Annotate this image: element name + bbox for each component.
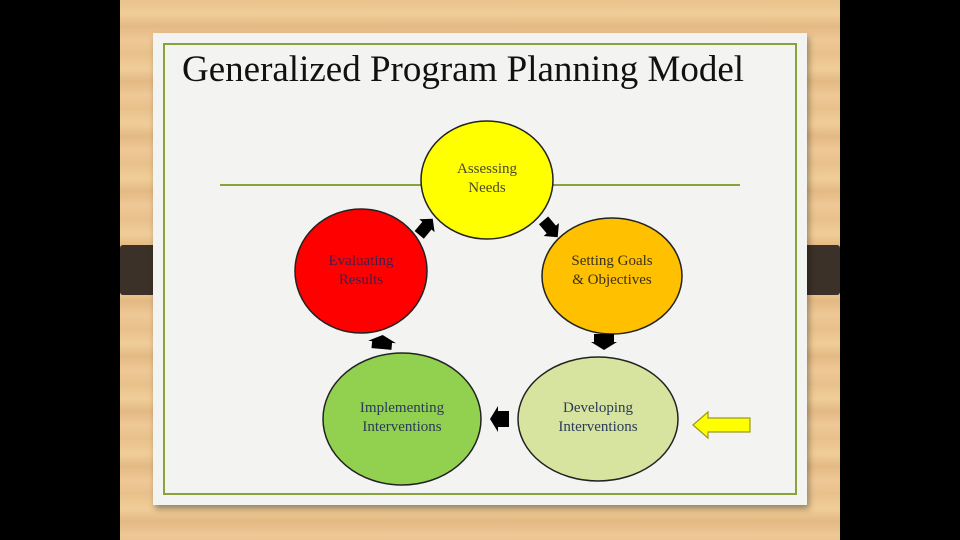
arrow-icon (591, 334, 617, 350)
step-line: Needs (468, 180, 506, 196)
arrow-icon (490, 406, 509, 432)
slide-frame (163, 43, 797, 495)
step-line: Implementing (359, 400, 445, 416)
step-line: Assessing (456, 161, 518, 177)
step-line: Setting Goals (571, 253, 653, 269)
highlight-arrow-icon (692, 410, 751, 440)
step-line: Interventions (362, 419, 442, 435)
step-line: Results (338, 272, 384, 288)
step-line: & Objectives (572, 272, 652, 288)
arrow-icon (538, 216, 559, 238)
arrow-icon (414, 218, 435, 239)
circle-evaluating-results (294, 208, 428, 334)
circle-implementing-interventions (322, 352, 482, 486)
step-label-setting-goals: Setting Goals & Objectives (571, 252, 652, 290)
step-line: Developing (563, 400, 633, 416)
arrow-icon (368, 335, 397, 350)
step-line: Interventions (558, 419, 638, 435)
circle-developing-interventions (517, 356, 679, 482)
step-line: Evaluating (328, 253, 394, 269)
slide-title: Generalized Program Planning Model (182, 49, 745, 90)
circle-assessing-needs (420, 120, 554, 240)
